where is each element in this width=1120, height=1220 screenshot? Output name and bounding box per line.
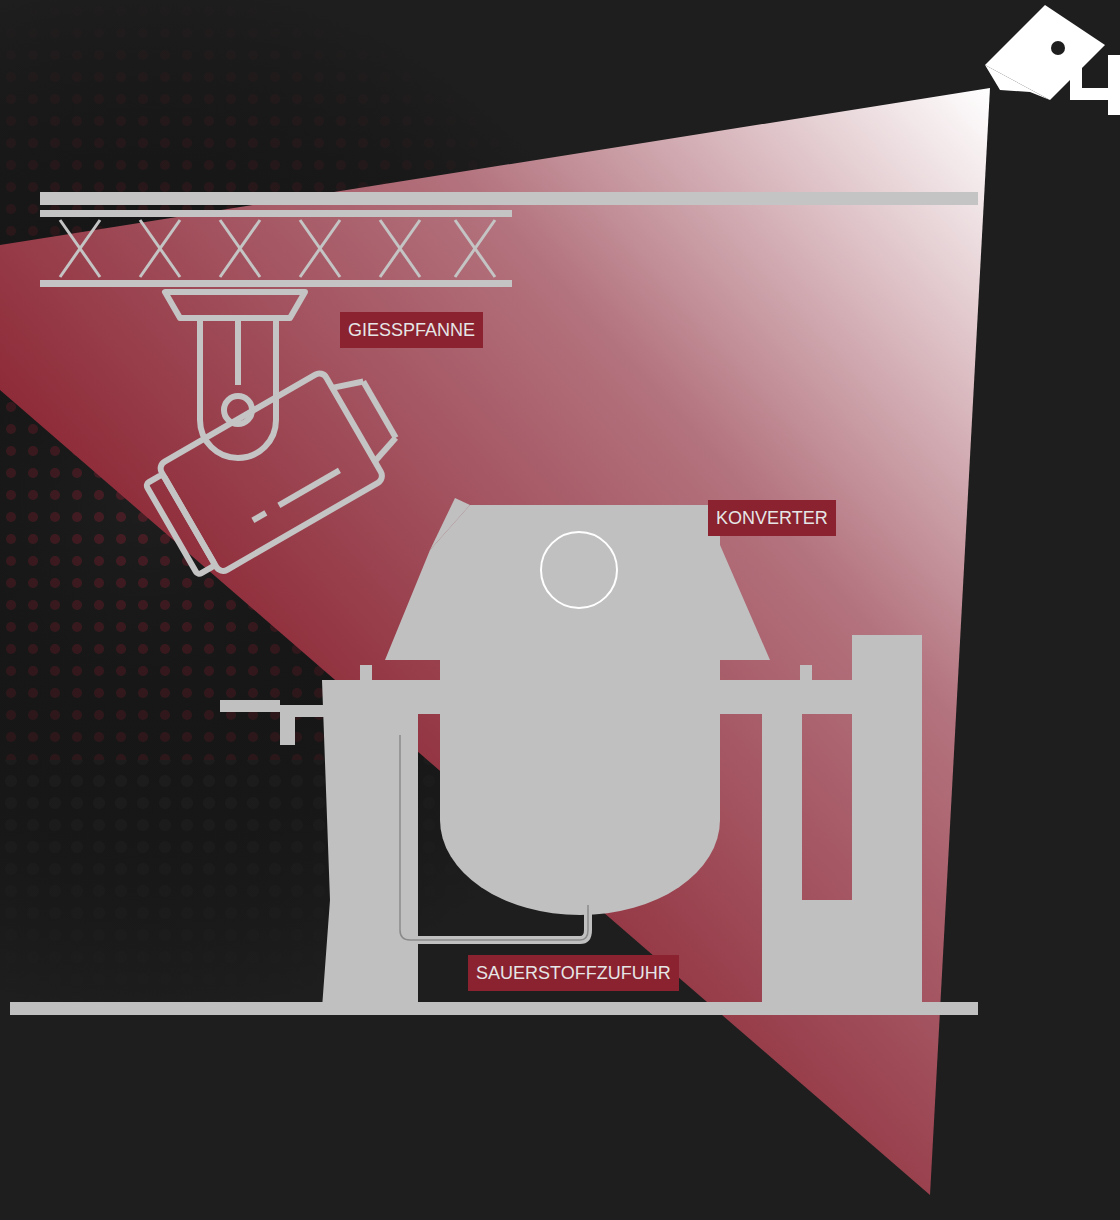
crane-truss xyxy=(40,192,978,287)
part-label: KONVERTER xyxy=(708,500,836,536)
part-label: SAUERSTOFFZUFUHR xyxy=(468,955,679,991)
security-camera xyxy=(985,5,1120,115)
part-label: GIESSPFANNE xyxy=(340,312,483,348)
converter xyxy=(10,498,978,1015)
camera-view-cone xyxy=(0,88,990,1195)
